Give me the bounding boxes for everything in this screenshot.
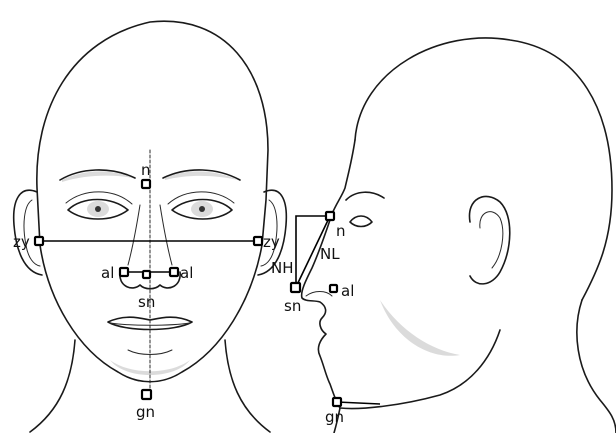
- frontal-pupil-right: [199, 206, 205, 212]
- profile-neck-back: [577, 300, 616, 433]
- profile-measurements: n NH NL sn al gn: [271, 212, 380, 426]
- landmark-sn-frontal: [143, 271, 150, 278]
- label-nl: NL: [320, 245, 340, 263]
- profile-eye: [350, 216, 372, 227]
- label-zy-right: zy: [263, 233, 280, 251]
- profile-skull-outline: [355, 38, 612, 300]
- frontal-head-outline: [37, 21, 268, 382]
- profile-ear: [469, 196, 509, 283]
- landmark-n-profile: [326, 212, 334, 220]
- profile-eyebrow: [346, 192, 384, 200]
- label-n-profile: n: [336, 222, 346, 240]
- label-al-right: al: [180, 264, 193, 282]
- label-sn-profile: sn: [284, 297, 301, 315]
- profile-face-outline: [302, 140, 355, 408]
- profile-cheek-shade: [380, 300, 460, 356]
- label-gn-frontal: gn: [136, 403, 155, 421]
- profile-face-sketch: [302, 38, 616, 433]
- chin-line: [337, 402, 380, 404]
- frontal-face-sketch: [14, 21, 287, 432]
- label-nh: NH: [271, 259, 294, 277]
- landmark-gn-frontal: [142, 390, 151, 399]
- profile-nostril: [306, 292, 332, 297]
- landmark-gn-profile: [333, 398, 341, 406]
- profile-ear-inner: [480, 212, 503, 268]
- label-zy-left: zy: [13, 233, 30, 251]
- label-gn-profile: gn: [325, 408, 344, 426]
- landmark-sn-profile: [291, 283, 300, 292]
- landmark-zy-right: [254, 237, 262, 245]
- label-al-left: al: [101, 264, 114, 282]
- landmark-zy-left: [35, 237, 43, 245]
- landmark-al-profile: [330, 285, 337, 292]
- frontal-pupil-left: [95, 206, 101, 212]
- label-n-frontal: n: [141, 161, 151, 179]
- label-sn-frontal: sn: [138, 293, 155, 311]
- landmark-al-left: [120, 268, 128, 276]
- landmark-n-frontal: [142, 180, 150, 188]
- label-al-profile: al: [341, 282, 354, 300]
- landmark-al-right: [170, 268, 178, 276]
